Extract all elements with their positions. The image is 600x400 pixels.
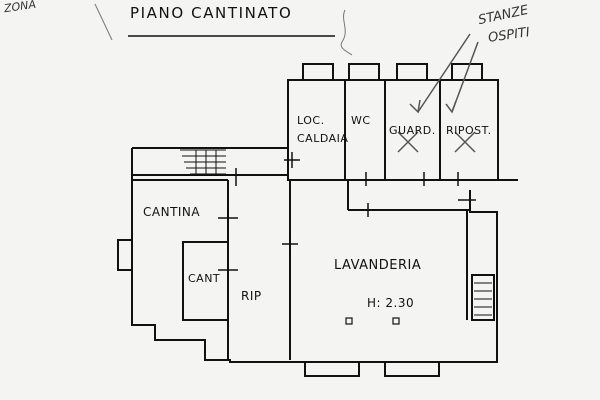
room-label-loc: LOC. (297, 114, 325, 127)
stair-right-hatching (474, 282, 492, 316)
ceiling-height-label: H: 2.30 (367, 296, 415, 310)
window-top-2 (348, 63, 380, 81)
window-top-4 (451, 63, 483, 81)
window-left (117, 239, 133, 271)
main-outline (131, 148, 498, 363)
room-label-wc: WC (351, 114, 371, 127)
room-label-cantina: CANTINA (143, 205, 201, 219)
upper-wing-outline (287, 79, 499, 181)
cross-marks (397, 33, 479, 153)
window-bottom-1 (304, 361, 360, 377)
window-bottom-2 (384, 361, 440, 377)
stair-right (471, 274, 495, 321)
room-label-guard: GUARD. (389, 124, 436, 137)
pencil-scribble (94, 3, 353, 56)
stair-left-hatching (180, 149, 226, 175)
window-top-3 (396, 63, 428, 81)
floor-drains (345, 317, 400, 325)
cant-room (182, 241, 229, 321)
room-label-lavanderia: LAVANDERIA (334, 258, 422, 273)
arrow-to-guard (417, 33, 471, 113)
room-label-caldaia: CALDAIA (297, 132, 349, 145)
door-ticks (218, 152, 476, 271)
room-label-ripost: RIPOST. (446, 124, 492, 137)
window-top-1 (302, 63, 334, 81)
plan-title: PIANO CANTINATO (130, 4, 293, 22)
arrow-to-ripost (451, 41, 479, 113)
room-label-cant: CANT (188, 272, 221, 285)
room-label-rip: RIP (241, 289, 262, 303)
